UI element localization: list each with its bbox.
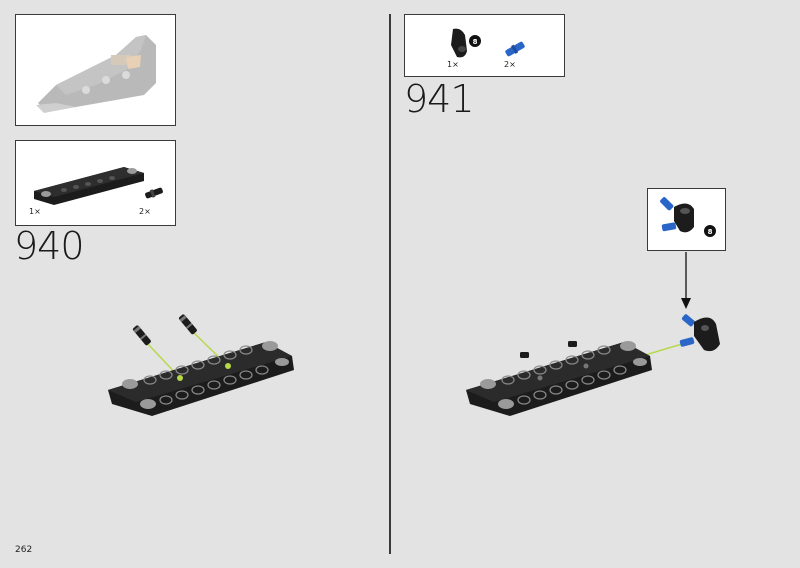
part-angled-connector-image: 8 (451, 28, 481, 58)
part-qty: 1× (29, 207, 41, 216)
step-number: 941 (404, 77, 475, 121)
context-thumbnail (15, 14, 176, 126)
parts-list-step-941: 8 1× 2× (404, 14, 565, 77)
part-qty: 2× (504, 60, 516, 69)
model-context-image (36, 35, 156, 113)
pin-connector (132, 325, 151, 346)
page-number: 262 (15, 545, 33, 555)
part-blue-axle-pin-image (505, 41, 525, 57)
part-qty: 1× (447, 60, 459, 69)
liftarm-beam (108, 341, 294, 416)
part-badge-text: 8 (473, 38, 478, 46)
liftarm-beam (466, 341, 652, 416)
page-divider (389, 14, 391, 554)
part-qty: 2× (139, 207, 151, 216)
callout-assembly-image: 8 (660, 197, 716, 237)
parts-list-step-940: 1× 2× (15, 140, 176, 226)
pin-connector (178, 314, 197, 335)
callout-badge-text: 8 (708, 228, 713, 236)
angled-connector (679, 314, 720, 352)
step-number: 940 (14, 224, 85, 268)
placement-arrow-head (681, 298, 691, 309)
subassembly-callout: 8 (647, 188, 726, 251)
part-pin-connector-image (145, 187, 163, 199)
part-liftarm-beam-image (34, 167, 144, 205)
